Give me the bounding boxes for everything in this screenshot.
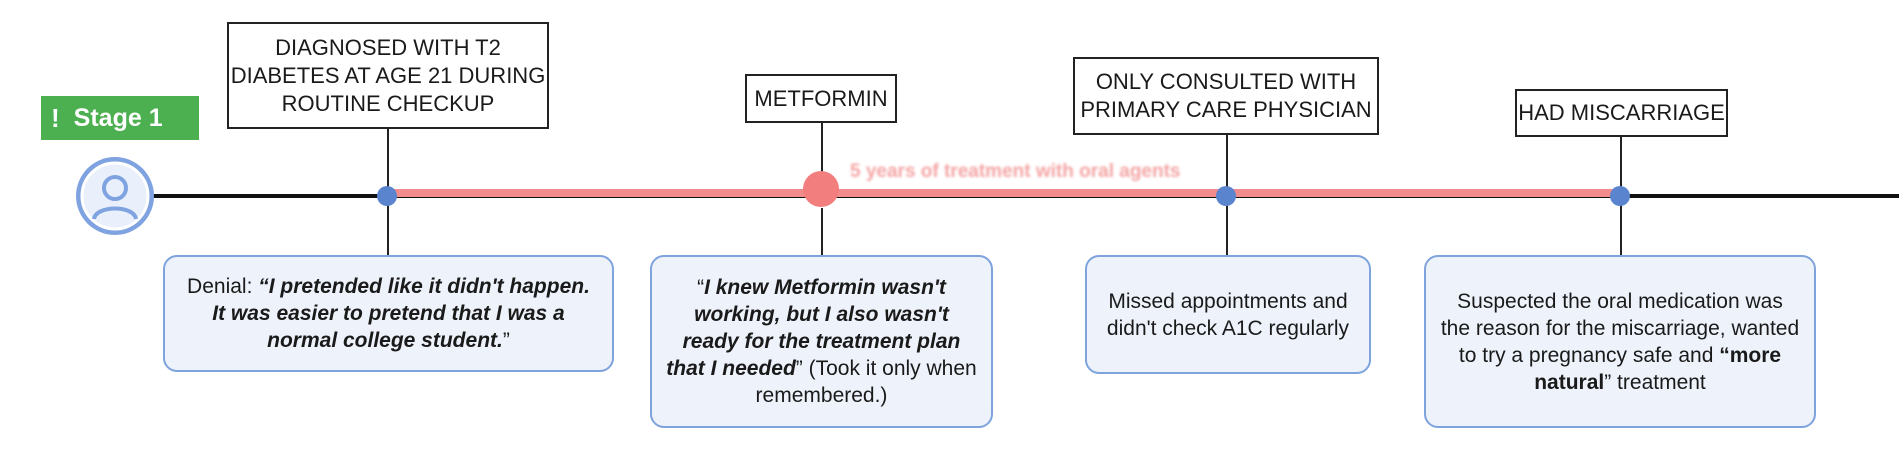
event-note-3-part-1: Missed appointments and didn't check A1C… bbox=[1106, 289, 1350, 340]
event-dot-3 bbox=[1216, 186, 1236, 206]
event-label-1: Diagnosed with T2 diabetes at age 21 dur… bbox=[227, 22, 549, 129]
event-label-1-line-3: routine checkup bbox=[281, 90, 495, 116]
connector-1-bottom bbox=[387, 197, 389, 257]
event-note-4-part-1: Suspected the oral medication was the re… bbox=[1440, 289, 1800, 367]
event-note-1-quote: “I pretended like it didn't happen. It w… bbox=[212, 275, 590, 352]
event-note-2-part-1: “ bbox=[697, 276, 705, 299]
event-note-4-emphasis: “more natural bbox=[1534, 343, 1782, 394]
event-label-1-line-1: Diagnosed with T2 bbox=[275, 34, 501, 60]
connector-3-bottom bbox=[1226, 197, 1228, 257]
connector-2-top bbox=[821, 121, 823, 181]
stage-label: Stage 1 bbox=[73, 103, 163, 132]
event-label-3-line-1: Only consulted with bbox=[1095, 69, 1357, 94]
event-dot-2 bbox=[803, 171, 839, 207]
event-note-2-quote: I knew Metformin wasn't working, but I a… bbox=[666, 276, 961, 380]
event-label-2-line-1: Metformin bbox=[754, 85, 888, 111]
event-label-2: Metformin bbox=[745, 74, 897, 123]
event-label-3-line-2: primary care physician bbox=[1080, 97, 1372, 122]
user-avatar-icon bbox=[76, 157, 154, 235]
event-dot-4 bbox=[1610, 186, 1630, 206]
exclamation-icon: ! bbox=[51, 102, 60, 133]
event-note-2-part-3: ” (Took it only when remembered.) bbox=[755, 357, 977, 407]
event-label-3: Only consulted with primary care physici… bbox=[1073, 57, 1379, 135]
event-label-4: Had miscarriage bbox=[1515, 89, 1728, 137]
event-note-2: “I knew Metformin wasn't working, but I … bbox=[650, 255, 993, 428]
event-label-1-line-2: diabetes at age 21 during bbox=[230, 62, 546, 88]
event-note-1-part-1: Denial: bbox=[187, 275, 259, 298]
event-dot-1 bbox=[377, 186, 397, 206]
event-label-4-line-1: Had miscarriage bbox=[1518, 100, 1725, 125]
connector-4-top bbox=[1620, 135, 1622, 193]
event-note-1-part-3: ” bbox=[502, 329, 510, 352]
event-note-4: Suspected the oral medication was the re… bbox=[1424, 255, 1816, 428]
connector-3-top bbox=[1226, 133, 1228, 193]
event-note-4-part-3: ” treatment bbox=[1604, 370, 1706, 394]
event-note-3: Missed appointments and didn't check A1C… bbox=[1085, 255, 1371, 374]
treatment-span-label: 5 years of treatment with oral agents bbox=[850, 161, 1181, 182]
stage-badge: ! Stage 1 bbox=[41, 96, 199, 140]
connector-2-bottom bbox=[821, 208, 823, 258]
connector-4-bottom bbox=[1620, 197, 1622, 257]
connector-1-top bbox=[387, 127, 389, 193]
event-note-1: Denial: “I pretended like it didn't happ… bbox=[163, 255, 614, 372]
treatment-span-bar bbox=[387, 189, 1623, 197]
